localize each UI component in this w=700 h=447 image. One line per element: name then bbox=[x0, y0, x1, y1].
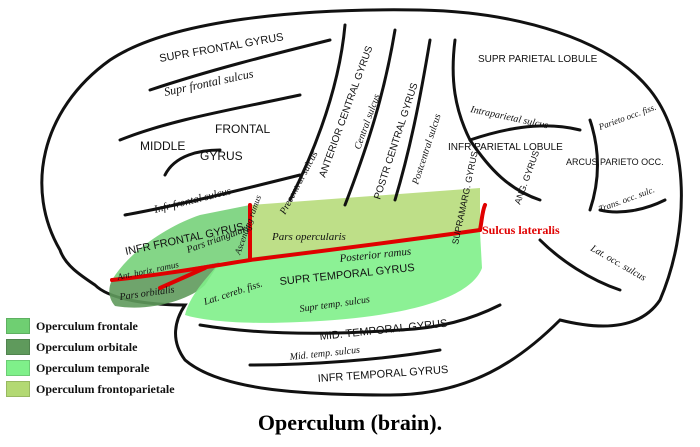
figure-caption: Operculum (brain). bbox=[257, 410, 443, 435]
label-pars-opercularis: Pars opercularis bbox=[271, 231, 346, 243]
legend-item: Operculum frontale bbox=[6, 316, 206, 336]
sulcus-lateralis-line bbox=[110, 203, 487, 290]
legend-label: Operculum temporale bbox=[36, 360, 150, 375]
label-infr-parietal-lobule: INFR PARIETAL LOBULE bbox=[448, 142, 563, 153]
operculum-frontale-region bbox=[112, 205, 250, 280]
legend-item: Operculum temporale bbox=[6, 358, 206, 378]
label-sulcus-lateralis: Sulcus lateralis bbox=[482, 223, 560, 237]
label-supr-parietal-lobule: SUPR PARIETAL LOBULE bbox=[478, 54, 598, 65]
label-frontal: FRONTAL bbox=[215, 122, 270, 136]
legend-item: Operculum frontoparietale bbox=[6, 379, 206, 399]
legend-item: Operculum orbitale bbox=[6, 337, 206, 357]
legend-swatch bbox=[6, 360, 30, 376]
legend-swatch bbox=[6, 339, 30, 355]
label-arcus-parieto-occ: ARCUS PARIETO OCC. bbox=[566, 157, 664, 167]
label-gyrus-middle: GYRUS bbox=[200, 149, 243, 163]
legend-swatch bbox=[6, 318, 30, 334]
label-middle: MIDDLE bbox=[140, 139, 185, 153]
legend-label: Operculum frontale bbox=[36, 318, 138, 333]
legend: Operculum frontale Operculum orbitale Op… bbox=[6, 316, 206, 400]
operculum-frontoparietale-region bbox=[250, 188, 480, 260]
operculum-temporale-region bbox=[185, 232, 482, 323]
legend-label: Operculum orbitale bbox=[36, 339, 138, 354]
legend-swatch bbox=[6, 381, 30, 397]
sulci-lines bbox=[118, 23, 667, 367]
legend-label: Operculum frontoparietale bbox=[36, 381, 175, 396]
